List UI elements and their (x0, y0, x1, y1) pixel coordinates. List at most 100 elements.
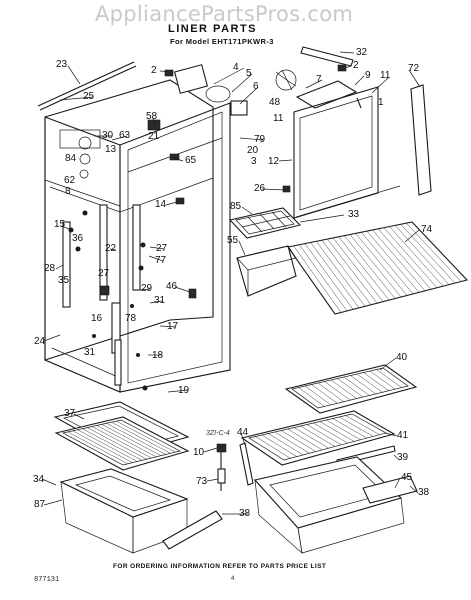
part-number-label: 19 (178, 385, 190, 396)
shelf-wire (383, 227, 438, 288)
part-number-label: 73 (196, 476, 208, 487)
leader-line (404, 229, 420, 243)
leader-line (152, 117, 156, 126)
shelf-wire (338, 236, 390, 301)
leader-line (43, 334, 61, 342)
leader-line (203, 447, 218, 453)
part-number-label: 38 (239, 508, 251, 519)
fan-assembly (164, 46, 362, 116)
part-number-label: 2 (151, 65, 157, 76)
ice-tray (228, 207, 302, 239)
shelf-wire (337, 378, 364, 398)
leader-line (409, 485, 419, 494)
leader-line (148, 255, 164, 262)
part-number-label: 12 (268, 156, 280, 167)
leader-line (240, 432, 246, 446)
part-number-label: 74 (421, 224, 433, 235)
part-number-label: 11 (273, 113, 284, 124)
shelf-wire (389, 226, 444, 287)
drawer-front-38-left (162, 510, 223, 550)
shelf-wire (319, 421, 355, 442)
liner-left-side (44, 116, 121, 393)
part-number-label: 17 (167, 321, 179, 332)
part-number-label: 14 (155, 199, 167, 210)
thermostat-knob (78, 136, 92, 150)
part-number-label: 39 (397, 452, 409, 463)
shelf-wire (304, 385, 331, 406)
part-number-label: 85 (230, 201, 242, 212)
shelf-wire (332, 418, 367, 439)
part-number-label: 2 (353, 60, 359, 71)
leader-line (261, 188, 287, 191)
shelf-wire (67, 431, 128, 465)
part-number-label: 13 (105, 144, 117, 155)
document-code: 877131 (34, 576, 60, 584)
part-number-label: 46 (166, 281, 178, 292)
shelf-wire (321, 240, 372, 305)
shelf-wire (327, 238, 378, 304)
shelf-wire (366, 230, 420, 293)
leader-line (174, 286, 191, 293)
part-number-label: 37 (64, 408, 76, 419)
part-number-label: 62 (64, 175, 76, 186)
leader-line (149, 246, 165, 250)
part-number-label: 18 (152, 350, 164, 361)
leader-line (167, 389, 189, 393)
leader-line (159, 325, 177, 328)
shelf-wire (87, 427, 147, 460)
part-number-label: 7 (316, 74, 322, 85)
shelf-wire (350, 375, 376, 395)
part-number-label: 33 (348, 209, 360, 220)
leader-line (394, 477, 401, 489)
fan-grille (173, 64, 209, 94)
leader-line (278, 159, 293, 162)
leader-line (238, 240, 246, 256)
shelf-wire (287, 428, 323, 451)
leader-line (173, 157, 184, 162)
shelf-wire (376, 369, 402, 388)
leader-line (43, 499, 63, 506)
part-number-label: 35 (58, 275, 70, 286)
shelf-wire (96, 425, 157, 458)
ordering-note: FOR ORDERING INFORMATION REFER TO PARTS … (113, 563, 327, 570)
air-duct-cover (295, 80, 358, 109)
part-number-label: 6 (253, 81, 259, 92)
part-number-label: 84 (65, 153, 77, 164)
leader-line (159, 70, 173, 73)
leader-line (206, 478, 219, 482)
shelf-wire (82, 428, 143, 461)
leader-line (109, 248, 117, 251)
part-number-label: 21 (148, 131, 160, 142)
shelf-wire (345, 415, 380, 435)
part-number-label: 38 (418, 487, 430, 498)
leader-line (239, 86, 259, 105)
part-number-label: 48 (269, 97, 281, 108)
part-number-label: 44 (237, 427, 249, 438)
part-number-label: 32 (356, 47, 368, 58)
part-number-label: 27 (156, 243, 168, 254)
part-number-label: 28 (44, 263, 56, 274)
freezer-wire-shelf (287, 221, 469, 315)
leader-line (371, 77, 389, 94)
leader-line (149, 300, 163, 304)
shelf-wire (310, 242, 360, 308)
leader-line (384, 432, 398, 437)
diagram-title: LINER PARTS (168, 23, 258, 35)
shelf-wire (330, 379, 357, 399)
shelf-wire (313, 422, 348, 444)
adjuster-73 (217, 468, 226, 484)
shelf-wire (317, 382, 344, 402)
part-number-label: 55 (227, 235, 239, 246)
part-number-label: 34 (33, 474, 45, 485)
part-number-label: 5 (246, 68, 252, 79)
shelf-wire (332, 237, 384, 302)
shelf-wire (363, 372, 389, 391)
shelf-wire (261, 434, 297, 457)
part-number-label: 23 (56, 59, 68, 70)
part-number-label: 4 (233, 62, 239, 73)
part-number-label: 27 (98, 268, 110, 279)
part-number-label: 8 (65, 186, 71, 197)
part-number-label: 65 (185, 155, 197, 166)
part-number-label: 77 (155, 255, 167, 266)
part-number-label: 20 (247, 145, 259, 156)
